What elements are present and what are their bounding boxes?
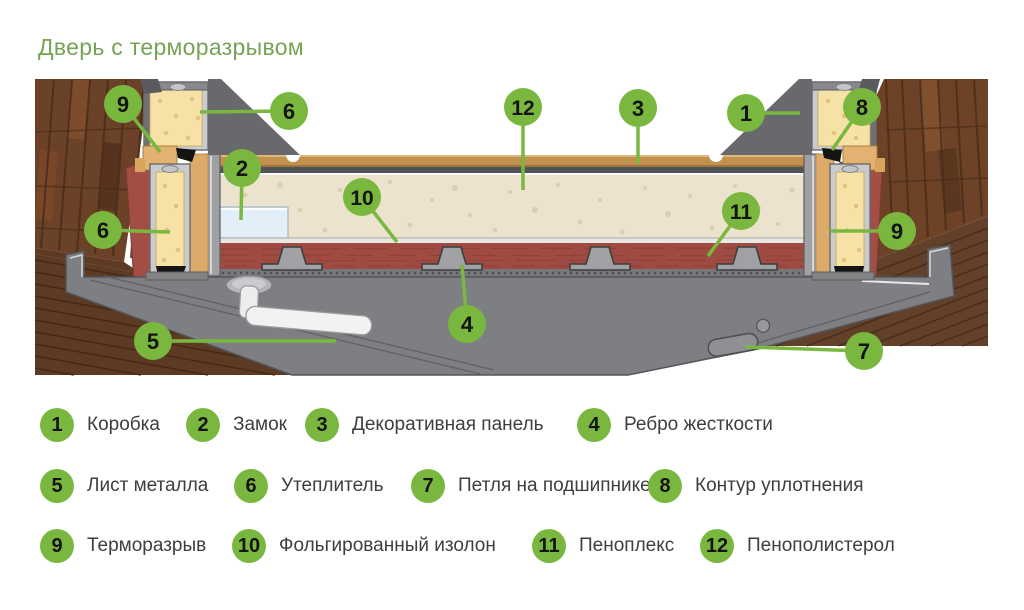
svg-text:11: 11: [730, 201, 753, 224]
svg-text:8: 8: [856, 95, 868, 120]
legend-item-2: 2 Замок: [186, 408, 287, 442]
legend-label-12: Пенополистерол: [747, 535, 895, 556]
callout-10: 10: [343, 178, 381, 216]
legend-label-7: Петля на подшипнике: [458, 475, 651, 496]
legend-label-1: Коробка: [87, 414, 160, 435]
svg-text:4: 4: [461, 312, 474, 337]
legend-item-7: 7 Петля на подшипнике: [411, 469, 651, 503]
legend-label-11: Пеноплекс: [579, 535, 675, 556]
frame-wedge-left: [208, 79, 300, 155]
legend-label-2: Замок: [233, 414, 287, 435]
legend-label-6: Утеплитель: [281, 475, 384, 496]
legend-item-5: 5 Лист металла: [40, 469, 208, 503]
svg-text:9: 9: [891, 219, 903, 244]
callout-6-bottom: 6: [84, 211, 122, 249]
polystyrene-foam-layer: [216, 175, 806, 238]
legend-item-3: 3 Декоративная панель: [305, 408, 544, 442]
decorative-panel: [214, 148, 806, 167]
callout-1: 1: [727, 94, 765, 132]
legend-item-10: 10 Фольгированный изолон: [232, 529, 496, 563]
callout-9-left: 9: [104, 85, 142, 123]
leaf-bottom-channel: [204, 269, 816, 277]
lock-body: [209, 206, 289, 239]
legend-item-8: 8 Контур уплотнения: [648, 469, 864, 503]
callout-markers: 9 6 12 3 1 8 2 10 11 6 9 4 5 7: [84, 85, 916, 370]
svg-text:6: 6: [283, 99, 295, 124]
door-cross-section-diagram: 9 6 12 3 1 8 2 10 11 6 9 4 5 7: [34, 79, 989, 376]
legend-label-4: Ребро жесткости: [624, 414, 773, 435]
callout-5: 5: [134, 322, 172, 360]
metal-layer-under-panel: [216, 167, 806, 176]
legend-num-4: 4: [577, 408, 611, 442]
legend-item-9: 9 Терморазрыв: [40, 529, 206, 563]
legend-num-2: 2: [186, 408, 220, 442]
svg-text:1: 1: [740, 101, 752, 126]
callout-8: 8: [843, 88, 881, 126]
callout-3: 3: [619, 89, 657, 127]
panel-notch: [709, 148, 723, 162]
legend-label-9: Терморазрыв: [87, 535, 207, 556]
frame-assembly-left: [135, 79, 221, 281]
seal-contour-right-top: [822, 148, 842, 162]
frame-wedge-right: [720, 79, 812, 155]
legend-num-5: 5: [40, 469, 74, 503]
svg-text:2: 2: [236, 156, 248, 181]
svg-text:10: 10: [350, 187, 373, 210]
bearing-hinge: [707, 318, 771, 357]
callout-11: 11: [722, 192, 760, 230]
foil-izolon-layer: [216, 237, 806, 243]
legend: 1 Коробка 2 Замок 3 Декоративная панель 4 Ре…: [0, 395, 1024, 610]
legend-item-6: 6 Утеплитель: [234, 469, 384, 503]
svg-text:12: 12: [511, 97, 534, 120]
legend-label-3: Декоративная панель: [352, 414, 544, 435]
legend-item-11: 11 Пеноплекс: [532, 529, 674, 563]
callout-12: 12: [504, 88, 542, 126]
callout-4: 4: [448, 305, 486, 343]
legend-num-8: 8: [648, 469, 682, 503]
svg-text:6: 6: [97, 218, 109, 243]
callout-2: 2: [223, 149, 261, 187]
callout-7: 7: [845, 332, 883, 370]
legend-num-11: 11: [532, 529, 566, 563]
legend-num-9: 9: [40, 529, 74, 563]
callout-6-top: 6: [270, 92, 308, 130]
stiffening-ribs: [261, 246, 778, 271]
legend-item-4: 4 Ребро жесткости: [577, 408, 773, 442]
callout-9-right: 9: [878, 212, 916, 250]
legend-label-8: Контур уплотнения: [695, 475, 864, 496]
svg-text:7: 7: [858, 339, 870, 364]
page-title: Дверь с терморазрывом: [38, 34, 304, 60]
legend-label-10: Фольгированный изолон: [279, 535, 496, 556]
legend-item-1: 1 Коробка: [40, 408, 160, 442]
legend-num-12: 12: [700, 529, 734, 563]
legend-num-6: 6: [234, 469, 268, 503]
legend-num-7: 7: [411, 469, 445, 503]
seal-contour-left-top: [176, 148, 196, 162]
door-handle: [225, 274, 373, 336]
legend-label-5: Лист металла: [87, 475, 209, 496]
legend-num-1: 1: [40, 408, 74, 442]
legend-num-10: 10: [232, 529, 266, 563]
svg-text:5: 5: [147, 329, 159, 354]
legend-item-12: 12 Пенополистерол: [700, 529, 895, 563]
svg-text:9: 9: [117, 92, 129, 117]
legend-num-3: 3: [305, 408, 339, 442]
svg-text:3: 3: [632, 96, 644, 121]
